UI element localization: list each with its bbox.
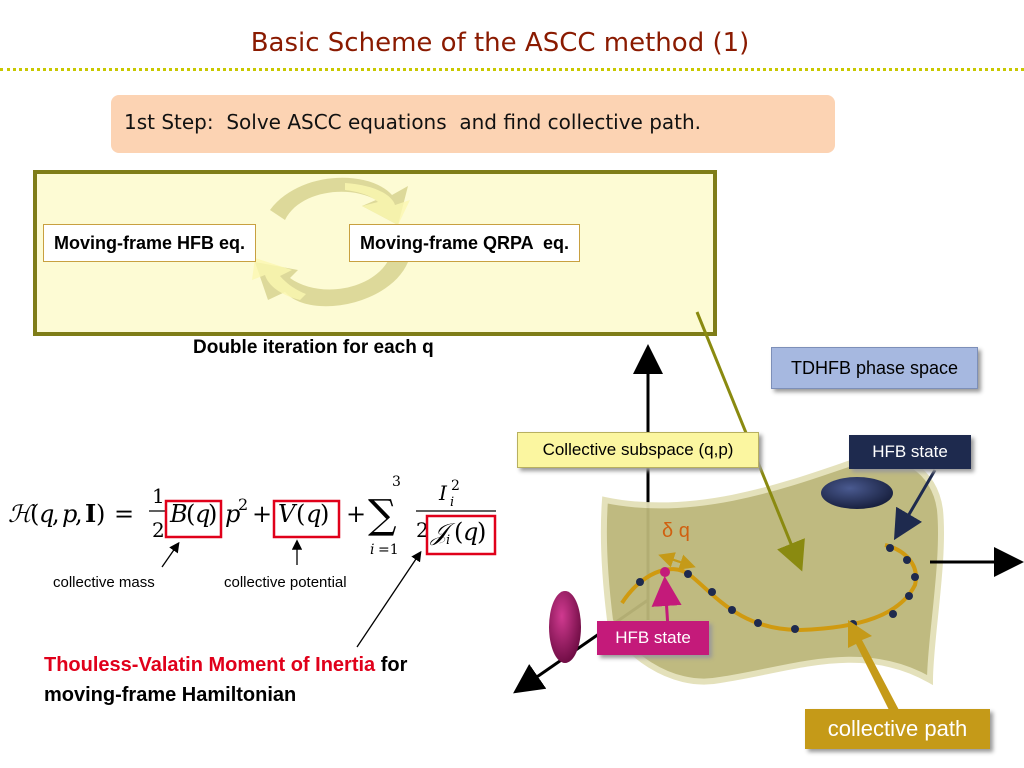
svg-text:q: q (463, 518, 478, 546)
path-point (903, 556, 911, 564)
hfb-state-label-bottom: HFB state (597, 621, 709, 655)
svg-text:): ) (477, 518, 486, 546)
svg-text:2: 2 (238, 495, 248, 514)
iteration-caption: Double iteration for each q (193, 337, 434, 358)
mass-highlight (164, 499, 223, 539)
cycle-arrow-bottom-light (252, 258, 306, 300)
hfb-state-label-top: HFB state (849, 435, 971, 469)
hamiltonian-formula: ℋ (q, p,I) = 12 B(q) p2 + V(q) + 3 ∑ i=1… (8, 474, 497, 558)
path-point (886, 544, 894, 552)
step-text: 1st Step: Solve ASCC equations and find … (124, 110, 702, 134)
svg-text:=1: =1 (378, 542, 399, 558)
svg-text:(: ( (186, 500, 195, 528)
hfb-state-pink-ellipse (549, 591, 581, 663)
moment-of-inertia-for: for (375, 654, 408, 676)
svg-text:(: ( (454, 518, 463, 546)
collective-potential-label: collective potential (224, 574, 347, 591)
svg-text:B: B (169, 500, 188, 528)
hfb-navy-pointer (893, 469, 937, 541)
path-point (754, 619, 762, 627)
collective-path-pointer (848, 620, 900, 716)
svg-text:p: p (62, 500, 77, 528)
svg-text:): ) (96, 500, 105, 528)
svg-text:+: + (346, 500, 366, 528)
svg-text:I: I (438, 481, 448, 505)
inertia-highlight (425, 514, 497, 556)
svg-text:): ) (208, 500, 217, 528)
svg-text:i: i (450, 495, 454, 510)
svg-text:2: 2 (152, 518, 165, 542)
svg-text:+: + (252, 500, 272, 528)
title-divider (0, 68, 1024, 71)
cycle-arrow-top-light (345, 183, 410, 225)
svg-text:3: 3 (392, 474, 401, 490)
collective-subspace-label: Collective subspace (q,p) (517, 432, 759, 468)
svg-text:(: ( (296, 500, 305, 528)
svg-text:q: q (39, 500, 54, 528)
svg-text:(: ( (30, 500, 39, 528)
svg-text:): ) (320, 500, 329, 528)
svg-text:2: 2 (451, 478, 460, 494)
svg-text:1: 1 (152, 484, 165, 508)
svg-text:ℋ: ℋ (8, 500, 35, 528)
hfb-pink-pointer (651, 576, 682, 629)
hfb-equation-box: Moving-frame HFB eq. (43, 224, 257, 262)
delta-q-arrow-back (658, 552, 681, 568)
hfb-point-current (660, 567, 670, 577)
inertia-pointer (356, 550, 422, 648)
path-point (889, 610, 897, 618)
svg-text:I: I (85, 499, 96, 528)
hfb-state-navy-ellipse (821, 477, 893, 509)
svg-text:p: p (225, 500, 240, 528)
collective-mass-label: collective mass (53, 574, 155, 591)
svg-text:q: q (195, 500, 210, 528)
step-box (111, 95, 835, 153)
moment-of-inertia-term: Thouless-Valatin Moment of Inertia (44, 654, 376, 676)
potential-highlight (272, 499, 341, 539)
svg-text:=: = (114, 500, 134, 528)
collective-path-label: collective path (805, 709, 990, 749)
svg-text:i: i (370, 542, 374, 558)
moment-of-inertia-caption: Thouless-Valatin Moment of Inertia for m… (44, 650, 407, 710)
path-point (905, 592, 913, 600)
page-title: Basic Scheme of the ASCC method (1) (250, 28, 750, 58)
svg-text:,: , (75, 500, 83, 528)
svg-text:,: , (52, 500, 60, 528)
delta-q-label: δ q (662, 520, 690, 542)
svg-text:V: V (278, 500, 298, 528)
qrpa-equation-box: Moving-frame QRPA eq. (349, 224, 581, 262)
path-point (708, 588, 716, 596)
path-point (791, 625, 799, 633)
svg-text:2: 2 (416, 518, 429, 542)
svg-text:q: q (306, 500, 321, 528)
svg-text:i: i (446, 533, 450, 548)
path-point (636, 578, 644, 586)
tdhfb-phase-space-label: TDHFB phase space (771, 347, 978, 389)
path-point (728, 606, 736, 614)
path-point (684, 570, 692, 578)
svg-text:∑: ∑ (368, 492, 397, 538)
path-point (911, 573, 919, 581)
mass-pointer (161, 541, 180, 568)
moment-of-inertia-line2: moving-frame Hamiltonian (44, 684, 297, 706)
